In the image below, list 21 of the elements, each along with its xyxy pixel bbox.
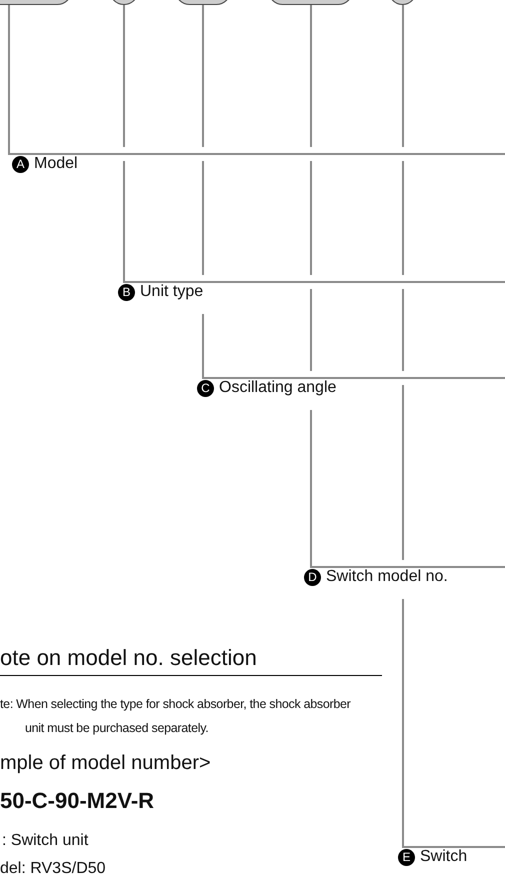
section-heading: Model bbox=[34, 155, 78, 173]
example-heading: mple of model number> bbox=[0, 752, 211, 775]
section-heading: Switch model no. bbox=[326, 568, 448, 586]
example-model-number: 50-C-90-M2V-R bbox=[0, 788, 154, 814]
letter-badge: B bbox=[118, 284, 135, 300]
note-title: ote on model no. selection bbox=[0, 641, 382, 676]
leader-line bbox=[123, 4, 505, 283]
example-line: : Switch unit bbox=[2, 832, 88, 850]
letter-badge: A bbox=[12, 156, 29, 172]
note-text: te: When selecting the type for shock absorber, the shock absorber unit must be purchased separately. bbox=[0, 696, 352, 737]
letter-badge: C bbox=[197, 380, 214, 396]
letter-badge: E bbox=[398, 848, 415, 866]
leader-line bbox=[310, 4, 505, 568]
letter-badge: D bbox=[304, 568, 321, 586]
leader-line bbox=[202, 4, 505, 379]
leader-line bbox=[402, 4, 505, 848]
leader-line bbox=[8, 5, 505, 155]
section-heading: Unit type bbox=[140, 283, 204, 301]
section-heading: Switch bbox=[420, 848, 468, 866]
section-heading: Oscillating angle bbox=[219, 379, 336, 397]
example-line: del: RV3S/D50 bbox=[0, 860, 106, 878]
